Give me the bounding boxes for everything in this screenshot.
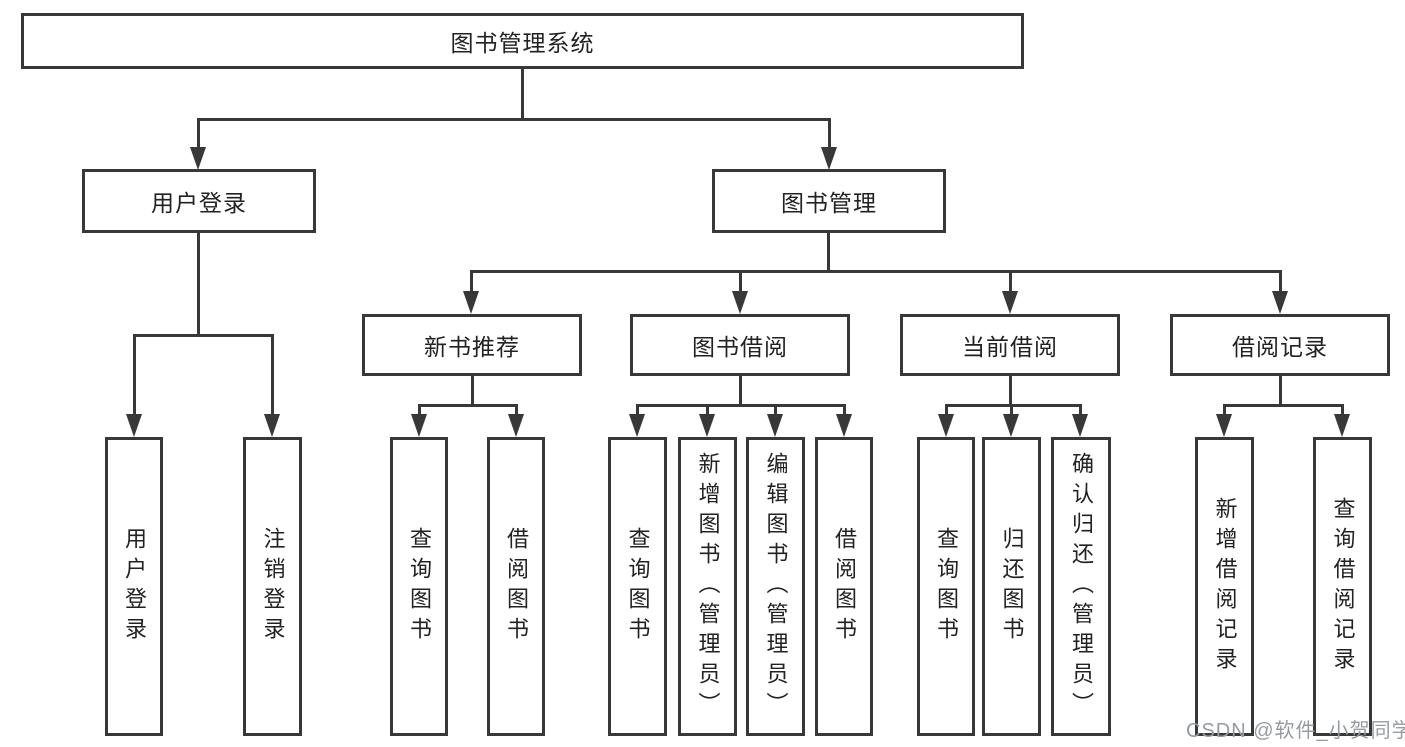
leaf-logout: 注销登录 [243,437,302,736]
node-book-borrowing: 图书借阅 [630,314,850,376]
connector-line [828,118,831,150]
connector-line [197,233,200,337]
connector-line [418,404,421,417]
connector-line [1009,270,1012,293]
arrowhead-down-icon [629,414,645,437]
connector-line [1079,404,1082,417]
connector-line [1279,270,1282,293]
arrowhead-down-icon [699,414,715,437]
connector-line [515,404,518,417]
arrowhead-down-icon [767,414,783,437]
arrowhead-down-icon [836,414,852,437]
connector-line [945,404,948,417]
leaf-new-books-borrow: 借阅图书 [487,437,545,736]
connector-line [739,270,742,293]
node-root: 图书管理系统 [21,13,1024,69]
arrowhead-down-icon [732,291,748,314]
connector-line [418,404,518,407]
arrowhead-down-icon [1272,291,1288,314]
leaf-current-return: 归还图书 [982,437,1041,736]
arrowhead-down-icon [1334,414,1350,437]
connector-line [1010,404,1013,417]
node-current-borrowing: 当前借阅 [900,314,1120,376]
connector-line [636,404,844,407]
leaf-borrowing-edit-admin: 编辑图书（管理员） [746,437,805,736]
connector-line [197,118,200,150]
arrowhead-down-icon [1216,414,1232,437]
connector-line [133,334,136,417]
leaf-borrowing-add-admin: 新增图书（管理员） [678,437,737,736]
connector-line [945,404,1082,407]
leaf-borrowing-borrow: 借阅图书 [815,437,873,736]
arrowhead-down-icon [1072,414,1088,437]
leaf-records-query: 查询借阅记录 [1313,437,1372,736]
node-new-book-recommend: 新书推荐 [362,314,582,376]
connector-line [827,233,830,273]
connector-line [1223,404,1343,407]
connector-line [521,69,524,118]
connector-line [471,376,474,407]
arrowhead-down-icon [264,414,280,437]
connector-line [1279,376,1282,407]
connector-line [774,404,777,417]
connector-line [470,270,1281,273]
connector-line [271,334,274,417]
connector-line [843,404,846,417]
arrowhead-down-icon [508,414,524,437]
leaf-new-books-query: 查询图书 [390,437,448,736]
connector-line [739,376,742,407]
arrowhead-down-icon [821,147,837,170]
connector-line [1341,404,1344,417]
leaf-current-query: 查询图书 [917,437,975,736]
node-book-management: 图书管理 [712,169,946,233]
connector-line [636,404,639,417]
leaf-records-add: 新增借阅记录 [1195,437,1254,736]
node-user-login: 用户登录 [82,169,316,233]
connector-line [470,270,473,293]
leaf-current-confirm-return-admin: 确认归还（管理员） [1051,437,1111,736]
connector-line [197,118,831,121]
arrowhead-down-icon [411,414,427,437]
leaf-user-login: 用户登录 [105,437,163,736]
arrowhead-down-icon [1003,414,1019,437]
connector-line [1223,404,1226,417]
leaf-borrowing-query: 查询图书 [608,437,667,736]
arrowhead-down-icon [1002,291,1018,314]
connector-line [1009,376,1012,407]
connector-line [706,404,709,417]
connector-line [133,334,274,337]
csdn-watermark: CSDN @软件_小贺同学 [1186,720,1405,742]
arrowhead-down-icon [126,414,142,437]
node-borrowing-records: 借阅记录 [1170,314,1390,376]
arrowhead-down-icon [938,414,954,437]
arrowhead-down-icon [463,291,479,314]
arrowhead-down-icon [190,147,206,170]
